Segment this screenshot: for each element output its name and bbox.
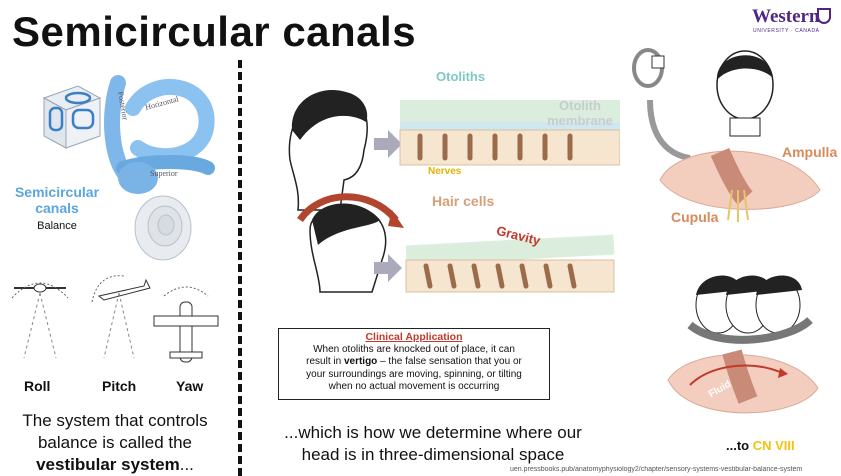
arrow-icon-2 bbox=[374, 254, 402, 282]
clinical-title: Clinical Application bbox=[365, 331, 463, 343]
ampulla-illustration bbox=[632, 48, 821, 414]
cn-viii: CN VIII bbox=[752, 438, 795, 453]
left-caption-line1: The system that controls bbox=[22, 411, 208, 430]
superior-label: Superior bbox=[150, 169, 178, 178]
vestibular-system-term: vestibular system bbox=[36, 455, 180, 474]
front-face-icon bbox=[716, 50, 774, 137]
clinical-line2: result in vertigo – the false sensation … bbox=[285, 356, 543, 369]
middle-caption-line1: ...which is how we determine where our bbox=[284, 423, 582, 442]
otolith-membrane-label: Otolith membrane bbox=[540, 98, 620, 128]
clinical-application-box: Clinical Application When otoliths are k… bbox=[278, 328, 550, 400]
hair-cells-label: Hair cells bbox=[432, 193, 495, 209]
yaw-plane-icon bbox=[153, 286, 219, 363]
hair-cell-block-upright bbox=[399, 100, 620, 166]
clinical-line1: When otoliths are knocked out of place, … bbox=[313, 343, 515, 355]
university-logo: Western UNIVERSITY · CANADA bbox=[752, 6, 832, 42]
logo-subtitle: UNIVERSITY · CANADA bbox=[753, 28, 820, 34]
ampulla-cross-section-1 bbox=[659, 148, 821, 222]
canals-sublabel: Balance bbox=[37, 220, 77, 232]
to-cn-viii-label: ...to CN VIII bbox=[726, 438, 795, 453]
clinical-line4: when no actual movement is occurring bbox=[328, 381, 500, 392]
otoliths-label: Otoliths bbox=[436, 69, 486, 84]
source-url: uen.pressbooks.pub/anatomyphysiology2/ch… bbox=[510, 466, 803, 473]
ampulla-cross-section-2 bbox=[667, 349, 819, 414]
tilted-head-icon bbox=[297, 193, 404, 293]
otolith-membrane-line1: Otolith bbox=[559, 98, 601, 113]
canals-label-line2: canals bbox=[35, 200, 79, 216]
logo-name: Western bbox=[752, 6, 820, 27]
clinical-line3: your surroundings are moving, spinning, … bbox=[306, 368, 522, 380]
canal-planes-cube-icon bbox=[42, 85, 102, 149]
inner-ear-small-icon bbox=[632, 48, 665, 88]
motion-pitch: Pitch bbox=[102, 378, 137, 394]
vertigo-term: vertigo bbox=[343, 356, 378, 367]
middle-caption: ...which is how we determine where our h… bbox=[258, 422, 608, 466]
clinical-line2-pre: result in bbox=[306, 356, 344, 367]
slide-title: Semicircular canals bbox=[12, 8, 417, 55]
cupula-label: Cupula bbox=[671, 209, 719, 225]
motion-roll: Roll bbox=[24, 378, 51, 394]
hair-cell-block-tilted bbox=[405, 234, 615, 293]
ampulla-label: Ampulla bbox=[782, 144, 838, 160]
to-prefix: ...to bbox=[726, 438, 753, 453]
left-caption-line3: vestibular system... bbox=[2, 454, 228, 476]
airplane-motions-illustration bbox=[11, 275, 219, 363]
clinical-line2-post: – the false sensation that you or bbox=[377, 356, 522, 367]
crest-icon bbox=[817, 8, 831, 24]
pitch-plane-icon bbox=[91, 275, 151, 359]
roll-plane-icon bbox=[11, 282, 69, 359]
left-caption-ellipsis: ... bbox=[179, 455, 194, 474]
middle-caption-line2: head is in three-dimensional space bbox=[301, 445, 565, 464]
left-caption: The system that controls balance is call… bbox=[2, 410, 228, 476]
canals-label-line1: Semicircular bbox=[14, 184, 100, 200]
column-divider bbox=[238, 60, 242, 476]
rotating-heads-icon bbox=[687, 275, 813, 344]
arrow-icon bbox=[374, 130, 402, 158]
otolith-membrane-line2: membrane bbox=[547, 113, 613, 128]
upright-head-icon bbox=[288, 89, 368, 211]
left-caption-line2: balance is called the bbox=[37, 433, 193, 452]
nerves-label: Nerves bbox=[428, 166, 462, 177]
semicircular-canal-illustration: Posterior Horizontal Superior bbox=[42, 75, 215, 261]
cochlea-shape bbox=[134, 195, 192, 261]
otolith-illustration: Nerves bbox=[288, 89, 620, 293]
motion-yaw: Yaw bbox=[176, 378, 204, 394]
canals-label: Semicircular canals bbox=[12, 184, 102, 216]
